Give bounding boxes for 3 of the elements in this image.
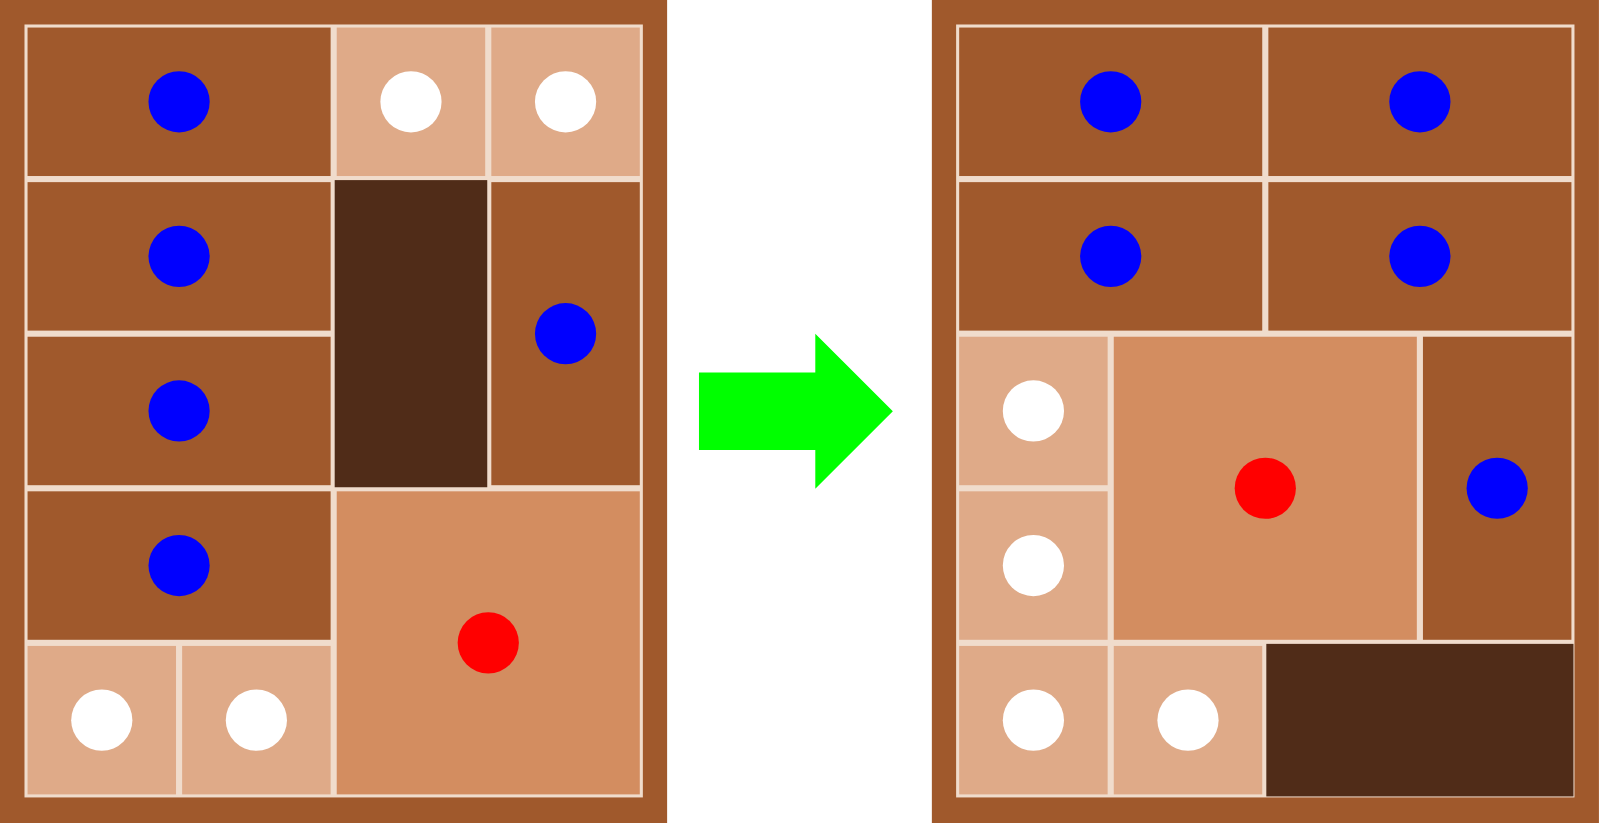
block-arrow xyxy=(698,333,893,489)
sliding-puzzle-drawing xyxy=(931,0,1599,823)
sliding-puzzle-drawing xyxy=(0,0,668,823)
